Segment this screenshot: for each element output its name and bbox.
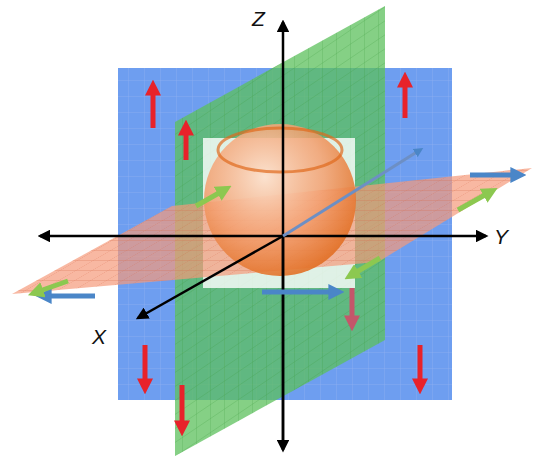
axis-label: Y bbox=[494, 226, 508, 247]
axis-label: Z bbox=[252, 8, 265, 29]
x-arrows bbox=[34, 189, 492, 293]
z-arrow-behind bbox=[350, 288, 355, 325]
z-arrows bbox=[145, 78, 420, 430]
y-arrows bbox=[42, 175, 520, 296]
sphere bbox=[204, 124, 356, 276]
x-axis-back bbox=[283, 150, 420, 236]
axes bbox=[40, 22, 486, 450]
axis-label: X bbox=[92, 326, 106, 347]
